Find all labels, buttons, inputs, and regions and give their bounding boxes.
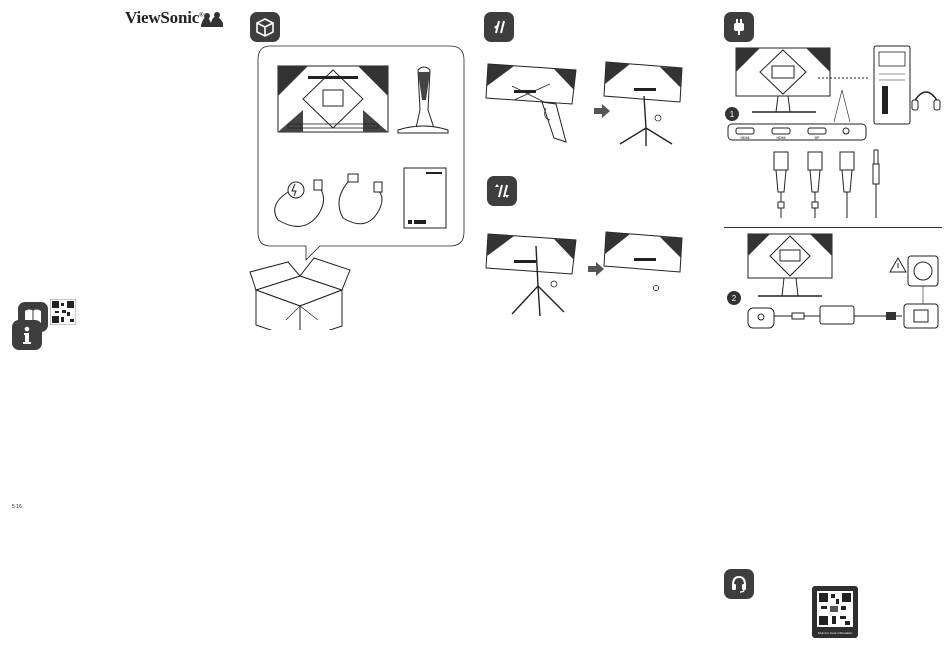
qr-caption: Scan for more information xyxy=(818,631,853,635)
brand-name: ViewSonic xyxy=(125,8,199,27)
install-stand-icon xyxy=(484,12,514,42)
box-icon xyxy=(250,12,280,42)
guide-qr-code xyxy=(50,299,76,325)
remove-stand-illustration xyxy=(484,226,684,326)
plug-icon xyxy=(724,12,754,42)
support-qr-code: Scan for more information xyxy=(812,586,858,638)
box-contents-illustration xyxy=(248,40,468,330)
section-divider xyxy=(724,227,942,228)
power-connection-illustration: 2 xyxy=(722,232,944,332)
port-label-hdmi-1: HDMI xyxy=(741,136,750,140)
step-one-label: 1 xyxy=(730,110,735,119)
port-label-dp: DP xyxy=(815,136,821,140)
video-connection-illustration: 1 HDMI HDMI DP xyxy=(722,42,944,224)
port-label-hdmi-2: HDMI xyxy=(777,136,786,140)
info-icon xyxy=(12,320,42,350)
install-stand-illustration xyxy=(484,56,684,156)
viewsonic-logo: ViewSonic® xyxy=(125,8,203,28)
step-two-label: 2 xyxy=(732,294,737,303)
footer-code: 5 16 xyxy=(12,504,22,510)
remove-stand-icon xyxy=(487,176,517,206)
birds-logo-icon xyxy=(199,9,225,29)
headset-icon xyxy=(724,569,754,599)
